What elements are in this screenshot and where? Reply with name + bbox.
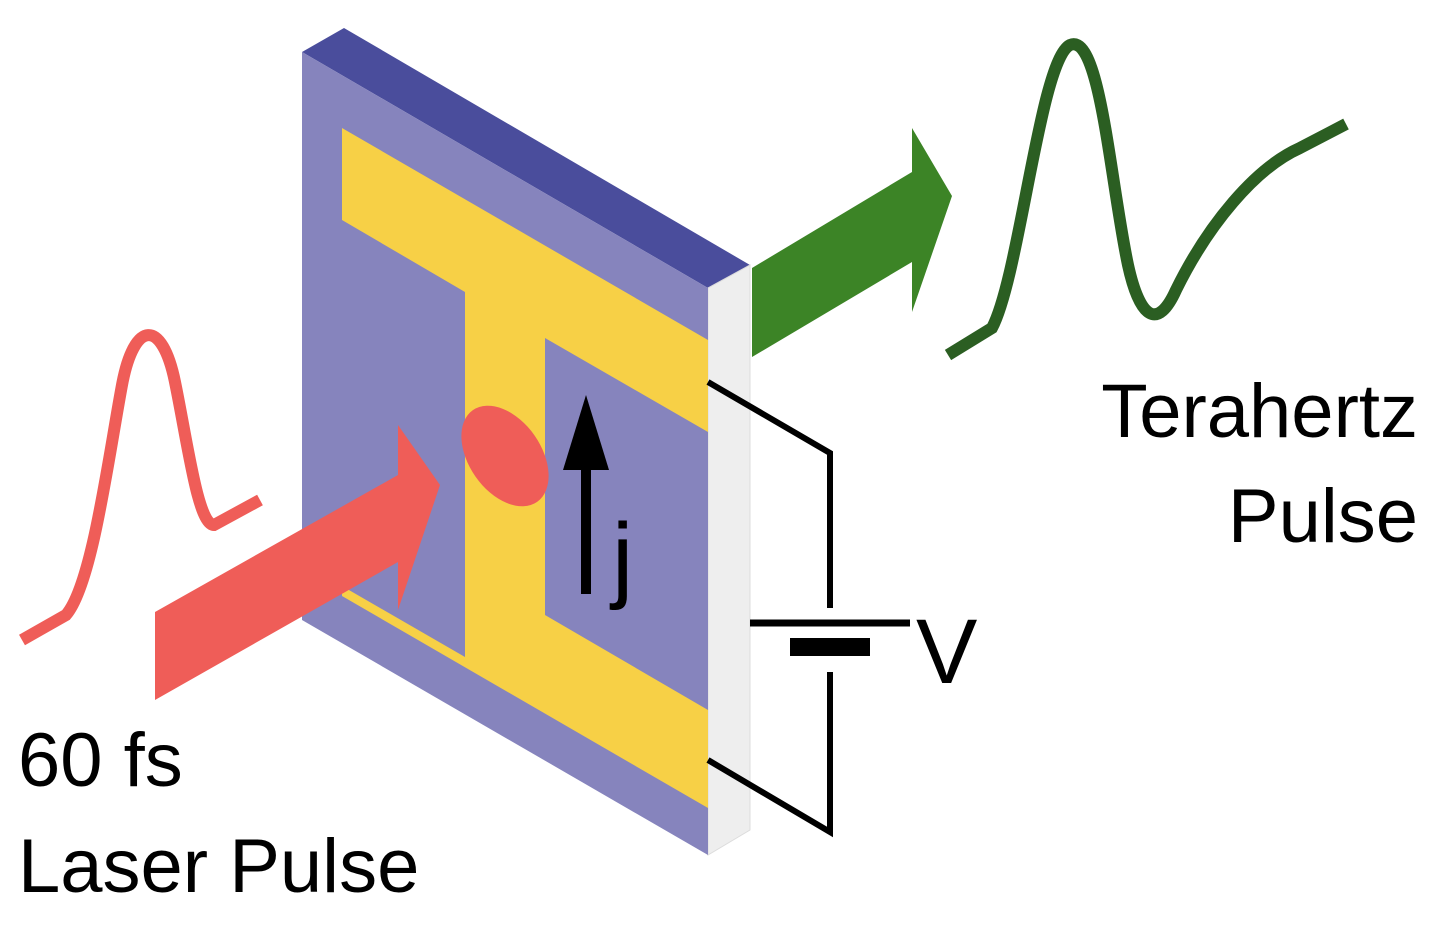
upper-electrode [342, 128, 708, 478]
current-label: j [609, 504, 633, 611]
current-arrow-head [563, 395, 609, 470]
laser-pulse-waveform [19, 329, 263, 646]
terahertz-pulse-waveform [944, 38, 1349, 361]
terahertz-label-line1: Terahertz [1101, 369, 1418, 454]
laser-spot [461, 405, 549, 507]
terahertz-beam-arrow [752, 128, 952, 357]
terahertz-label-line2: Pulse [1228, 474, 1418, 559]
laser-label-line2: Laser Pulse [18, 824, 419, 909]
laser-beam-arrow [155, 425, 440, 700]
bias-wire-bottom [706, 672, 833, 838]
voltage-label: V [916, 601, 977, 703]
bias-wire-top [706, 379, 833, 608]
substrate-top-edge [302, 28, 750, 288]
laser-label-line1: 60 fs [18, 718, 183, 803]
battery-short-plate [790, 638, 870, 656]
lower-electrode [342, 478, 708, 808]
